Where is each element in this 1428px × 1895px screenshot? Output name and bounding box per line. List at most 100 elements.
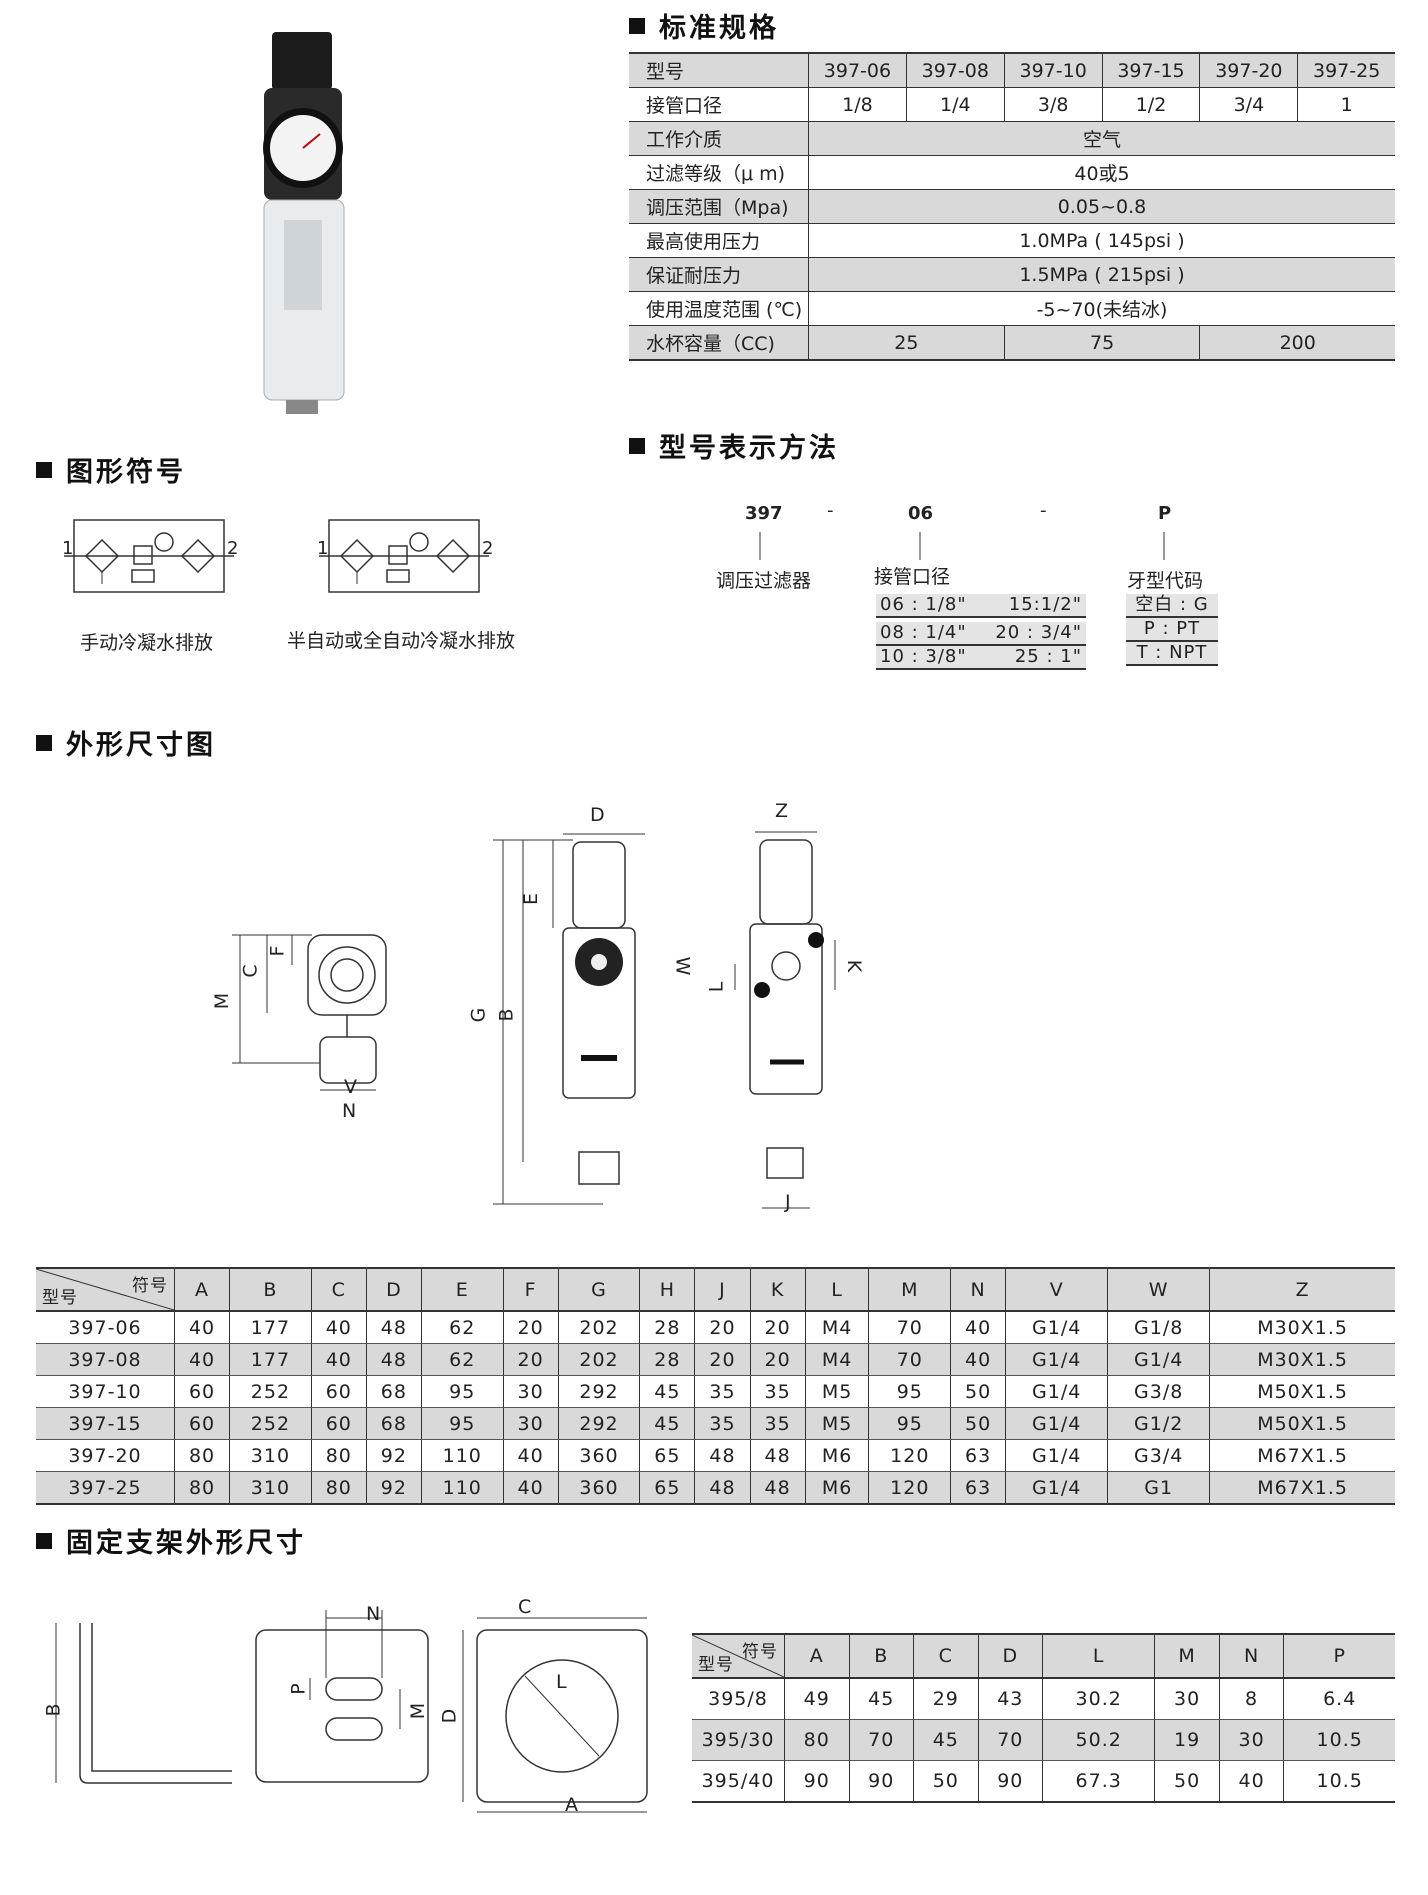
- table-cell: 45: [848, 1678, 914, 1720]
- spec-row-label: 使用温度范围 (℃): [629, 291, 809, 326]
- table-cell: 50: [950, 1407, 1006, 1440]
- col-header: B: [229, 1267, 312, 1312]
- dim-label-g: G: [467, 1007, 490, 1023]
- table-corner-cell: 符号 型号: [36, 1267, 175, 1312]
- spec-row-label: 调压范围（Mpa): [629, 189, 809, 224]
- spec-row-value: 1.0MPa ( 145psi ): [808, 223, 1395, 258]
- table-cell: 60: [310, 1375, 367, 1408]
- col-header: W: [1107, 1267, 1210, 1312]
- col-header: D: [365, 1267, 422, 1312]
- bullet-square-icon: [36, 734, 52, 751]
- table-row: 型号 397-06 397-08 397-10 397-15 397-20 39…: [629, 52, 1395, 88]
- table-cell: 80: [784, 1719, 850, 1761]
- col-header: Z: [1209, 1267, 1395, 1312]
- table-cell: M30X1.5: [1209, 1343, 1395, 1376]
- spec-port: 1/8: [808, 87, 907, 122]
- col-header: G: [557, 1267, 640, 1312]
- corner-bottom-label: 型号: [42, 1288, 78, 1308]
- bracket-label-a: A: [565, 1794, 578, 1816]
- table-cell: 40: [502, 1439, 559, 1472]
- symbol-auto-caption: 半自动或全自动冷凝水排放: [287, 630, 516, 652]
- dim-label-m: M: [211, 992, 234, 1010]
- table-cell: 60: [173, 1407, 230, 1440]
- spec-model: 397-06: [808, 52, 907, 88]
- bullet-square-icon: [36, 1532, 52, 1549]
- table-cell: 40: [310, 1311, 367, 1344]
- table-cell: 68: [365, 1407, 422, 1440]
- col-header: C: [913, 1633, 979, 1679]
- side-view-drawing: [734, 831, 836, 1209]
- table-cell: 48: [749, 1471, 806, 1505]
- model-code-part3: P: [1158, 503, 1172, 524]
- table-cell: 20: [694, 1343, 751, 1376]
- table-cell: 20: [502, 1311, 559, 1344]
- col-header: P: [1283, 1633, 1395, 1679]
- product-image: [263, 32, 345, 414]
- spec-row-label: 保证耐压力: [629, 257, 809, 292]
- bracket-section-title: 固定支架外形尺寸: [36, 1521, 306, 1560]
- port-code: 06 : 1/8": [880, 594, 967, 615]
- table-cell: G1/4: [1005, 1439, 1108, 1472]
- spec-port: 3/4: [1199, 87, 1298, 122]
- table-cell: 48: [694, 1439, 751, 1472]
- table-row: 接管口径 1/8 1/4 3/8 1/2 3/4 1: [629, 87, 1395, 122]
- col-header: J: [694, 1267, 751, 1312]
- port-code: 08 : 1/4": [880, 622, 967, 643]
- table-cell: 92: [365, 1439, 422, 1472]
- table-cell: 70: [868, 1343, 951, 1376]
- table-cell: G1/8: [1107, 1311, 1210, 1344]
- table-cell: 20: [694, 1311, 751, 1344]
- table-cell: 310: [229, 1471, 312, 1505]
- model-code-part1: 397: [745, 503, 783, 524]
- spec-port: 1/2: [1101, 87, 1200, 122]
- table-cell: 30: [1154, 1678, 1220, 1720]
- table-row: 最高使用压力 1.0MPa ( 145psi ): [629, 223, 1395, 258]
- spec-port-label: 接管口径: [629, 87, 809, 122]
- thread-code: T : NPT: [1126, 642, 1218, 666]
- dim-label-e: E: [520, 892, 543, 906]
- dim-label-v: V: [344, 1076, 357, 1098]
- bracket-label-n: N: [366, 1603, 381, 1625]
- port-code: 10 : 3/8": [880, 646, 967, 667]
- table-cell: 60: [173, 1375, 230, 1408]
- row-model-cell: 395/30: [692, 1719, 785, 1761]
- symbol-section-title: 图形符号: [36, 450, 186, 489]
- spec-row-value: 40或5: [808, 155, 1395, 190]
- table-corner-cell: 符号 型号: [692, 1633, 785, 1679]
- table-cell: 95: [420, 1407, 504, 1440]
- dim-label-n: N: [342, 1100, 357, 1122]
- symbol-auto-port1: 1: [317, 538, 329, 559]
- table-cell: 35: [749, 1407, 806, 1440]
- table-row: 使用温度范围 (℃) -5~70(未结冰): [629, 291, 1395, 326]
- model-code-dash2: -: [1040, 500, 1047, 521]
- port-code-row: 08 : 1/4"20 : 3/4": [876, 622, 1086, 646]
- col-header: K: [749, 1267, 806, 1312]
- table-cell: 177: [229, 1311, 312, 1344]
- table-cell: 40: [310, 1343, 367, 1376]
- table-cell: 20: [749, 1343, 806, 1376]
- table-cell: 35: [694, 1375, 751, 1408]
- table-cell: 50: [913, 1760, 979, 1803]
- dim-label-c: C: [239, 964, 262, 978]
- dim-label-b: B: [495, 1008, 518, 1022]
- table-cell: 80: [173, 1439, 230, 1472]
- table-cell: M4: [804, 1311, 869, 1344]
- table-cell: M5: [804, 1407, 869, 1440]
- row-model-cell: 397-10: [36, 1375, 175, 1408]
- dimension-table: 符号 型号 A B C D E F G H J K L M N V W Z 39…: [36, 1267, 1395, 1505]
- row-model-cell: 395/8: [692, 1678, 785, 1720]
- port-code-box: 06 : 1/8"15:1/2" 08 : 1/4"20 : 3/4" 10 :…: [876, 594, 1086, 670]
- col-header: E: [420, 1267, 504, 1312]
- table-header-row: 符号 型号 A B C D E F G H J K L M N V W Z: [36, 1267, 1395, 1312]
- dim-label-w: W: [671, 956, 694, 976]
- spec-row-value: -5~70(未结冰): [808, 291, 1395, 326]
- table-cell: 70: [977, 1719, 1043, 1761]
- table-cell: 92: [365, 1471, 422, 1505]
- spec-model: 397-25: [1297, 52, 1395, 88]
- front-view-drawing: [493, 833, 645, 1205]
- col-header: F: [502, 1267, 559, 1312]
- diagonal-line: [36, 1269, 174, 1310]
- table-cell: 28: [639, 1343, 695, 1376]
